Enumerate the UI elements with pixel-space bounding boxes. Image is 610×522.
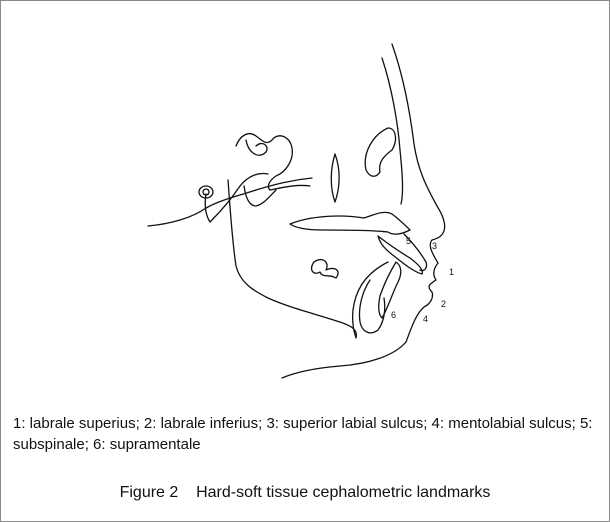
landmark-legend: 1: labrale superius; 2: labrale inferius… — [13, 413, 598, 455]
landmark-2-marker: 2 — [441, 299, 446, 309]
mandible-outline — [228, 180, 388, 338]
figure-caption: Figure 2 Hard-soft tissue cephalometric … — [0, 484, 610, 502]
nasal-bone-outline — [382, 58, 403, 204]
clivus — [205, 174, 268, 223]
landmark-1-marker: 1 — [449, 267, 454, 277]
landmark-4-marker: 4 — [423, 314, 428, 324]
molar-occlusion — [312, 260, 339, 278]
landmark-6-marker: 6 — [391, 310, 396, 320]
palatal-plane — [290, 212, 410, 234]
pterygomaxillary-fissure — [331, 154, 339, 202]
orbit-outline — [365, 128, 395, 176]
landmark-5-marker: 5 — [406, 236, 411, 246]
lower-incisor — [379, 262, 401, 318]
symphysis-outline — [359, 280, 384, 333]
landmark-3-marker: 3 — [432, 241, 437, 251]
soft-tissue-profile — [282, 44, 445, 378]
cranial-base — [236, 134, 310, 190]
